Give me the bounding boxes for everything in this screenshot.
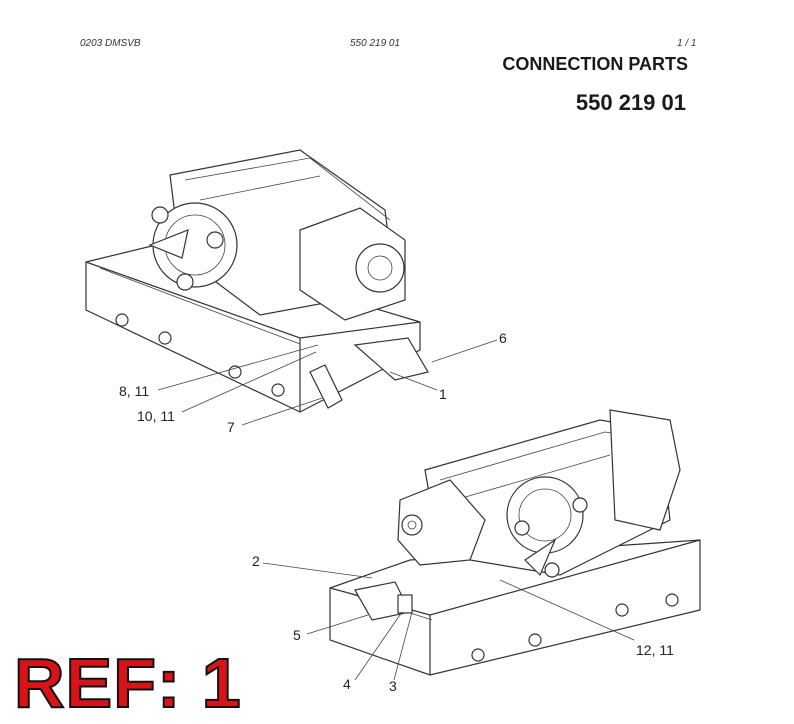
upper-bolt-3 (228, 365, 242, 379)
upper-bolt-1 (115, 313, 129, 327)
upper-bolt-2 (158, 331, 172, 345)
lower-base-bracket (329, 539, 701, 676)
lower-left-housing (397, 479, 486, 566)
callout-5: 5 (293, 627, 301, 643)
leader-lines (157, 339, 635, 681)
callout-8-11: 8, 11 (119, 383, 150, 399)
lower-bolt-3 (615, 603, 629, 617)
upper-bolt-4 (271, 383, 285, 397)
callout-6: 6 (499, 330, 507, 346)
callout-4: 4 (343, 676, 351, 692)
callout-2: 2 (252, 553, 260, 569)
ref-badge: REF: 1 (13, 644, 242, 722)
upper-lever (309, 364, 343, 409)
upper-clip (353, 337, 429, 381)
lower-center-cap (506, 476, 584, 554)
lower-bolt-4 (665, 593, 679, 607)
header-part-number: 550 219 01 (350, 38, 401, 49)
callout-7: 7 (227, 419, 235, 435)
lower-cone (524, 538, 557, 577)
page-title: CONNECTION PARTS (502, 54, 688, 74)
lower-bolt-1 (471, 648, 485, 662)
callout-3: 3 (389, 678, 397, 694)
lower-fitting (397, 594, 413, 614)
upper-cone (148, 229, 189, 259)
callout-10-11: 10, 11 (137, 408, 175, 424)
upper-assembly (85, 149, 429, 413)
header-doc-code: 0203 DMSVB (80, 38, 141, 49)
lower-assembly (329, 409, 701, 676)
callout-12-11: 12, 11 (636, 642, 674, 658)
lower-bolt-2 (528, 633, 542, 647)
upper-shaft-end (355, 243, 405, 293)
lower-end-housing (609, 409, 681, 531)
header-page-count: 1 / 1 (677, 38, 697, 49)
callout-1: 1 (439, 386, 447, 402)
part-number-heading: 550 219 01 (575, 90, 686, 115)
